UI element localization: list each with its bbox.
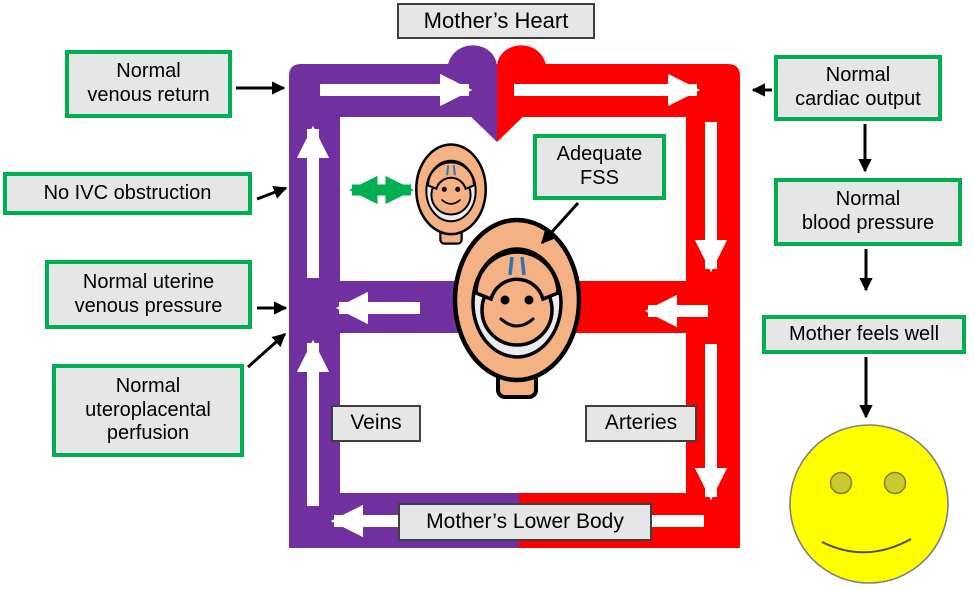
label-text: Adequate (556, 143, 643, 166)
label-text: uteroplacental (85, 398, 211, 421)
label-text: Veins (350, 411, 402, 435)
label-mothers-lower-body: Mother’s Lower Body (398, 503, 652, 541)
connector-arrow-uteroplacental (247, 332, 287, 369)
label-normal-uterine-venous-pressure: Normal uterine venous pressure (45, 260, 252, 329)
label-text: perfusion (106, 422, 190, 445)
label-text: venous pressure (74, 294, 223, 317)
smiley-face-icon (789, 424, 949, 584)
label-text: No IVC obstruction (43, 181, 212, 204)
label-text: Mother’s Heart (423, 8, 569, 34)
connector-arrow-no-ivc (256, 185, 288, 201)
uterus-fetus-icon (455, 220, 579, 397)
label-text: venous return (87, 84, 210, 106)
label-adequate-fss: Adequate FSS (533, 134, 666, 200)
label-text: blood pressure (801, 212, 935, 234)
label-arteries: Arteries (585, 405, 697, 442)
label-text: Mother’s Lower Body (426, 509, 624, 533)
label-text: Normal (116, 60, 181, 83)
artery-band (497, 64, 740, 548)
label-mother-feels-well: Mother feels well (762, 315, 966, 354)
uterus-fetus-icon-small (415, 143, 487, 245)
connector-arrow-fss (540, 201, 580, 245)
label-text: Normal (825, 64, 891, 87)
label-text: Normal (115, 375, 181, 398)
label-normal-venous-return: Normal venous return (65, 50, 232, 118)
label-veins: Veins (331, 405, 421, 442)
label-text: Mother feels well (788, 322, 940, 345)
label-mothers-heart: Mother’s Heart (397, 3, 595, 39)
label-no-ivc-obstruction: No IVC obstruction (3, 172, 252, 215)
label-text: Normal (835, 188, 901, 211)
label-normal-cardiac-output: Normal cardiac output (774, 55, 942, 121)
label-text: FSS (580, 167, 619, 189)
label-text: Normal uterine (82, 270, 215, 293)
label-normal-uteroplacental-perfusion: Normal uteroplacental perfusion (52, 364, 244, 457)
label-normal-blood-pressure: Normal blood pressure (774, 178, 962, 246)
label-text: Arteries (604, 411, 678, 435)
label-text: cardiac output (795, 88, 921, 110)
